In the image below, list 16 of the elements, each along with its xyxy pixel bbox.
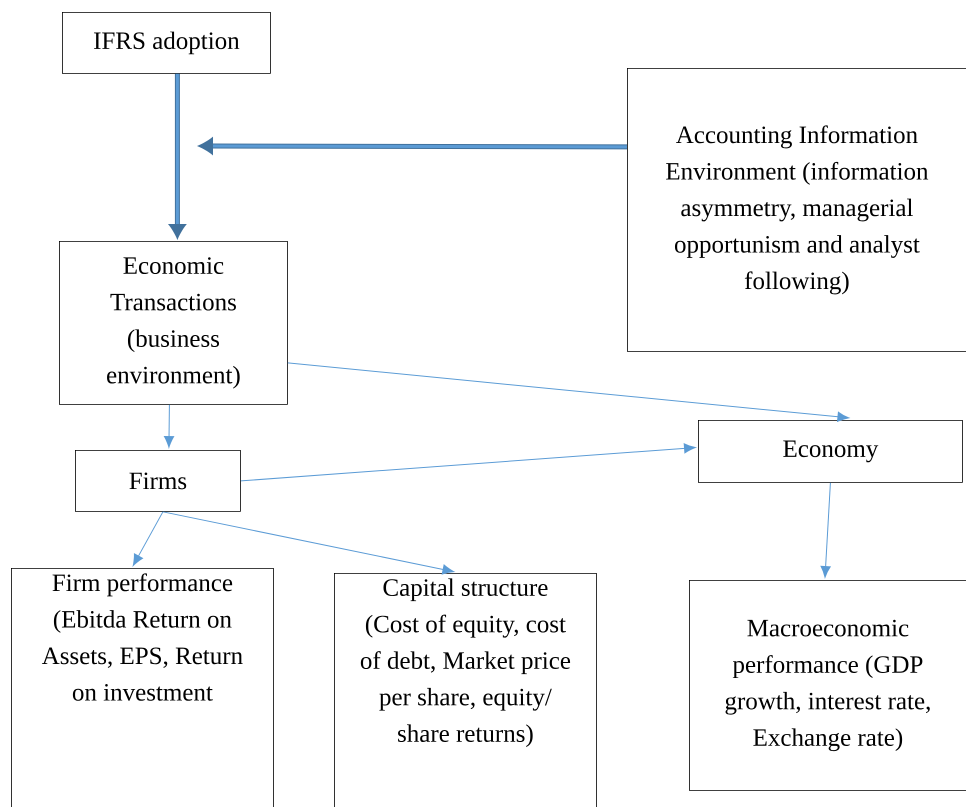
arrow (198, 137, 627, 155)
arrow (162, 511, 454, 574)
arrow (820, 482, 831, 578)
text-box: Firm performance (Ebitda Return on Assets, EPS, Return on investment (11, 568, 274, 807)
arrow (168, 74, 186, 240)
text-box: Economy (698, 420, 963, 483)
text-box: Economic Transactions (business environment) (59, 241, 288, 405)
arrow (132, 511, 164, 566)
arrow (240, 443, 696, 482)
text-box: Accounting Information Environment (information asymmetry, managerial opportunism and analyst following) (627, 68, 966, 352)
text-box: Capital structure (Cost of equity, cost of debt, Market price per share, equity/ share returns) (334, 573, 597, 807)
text-box: Macroeconomic performance (GDP growth, interest rate, Exchange rate) (689, 580, 966, 791)
text-box: IFRS adoption (62, 12, 271, 74)
arrow (164, 404, 174, 448)
arrow (287, 362, 850, 422)
text-box: Firms (75, 450, 241, 512)
